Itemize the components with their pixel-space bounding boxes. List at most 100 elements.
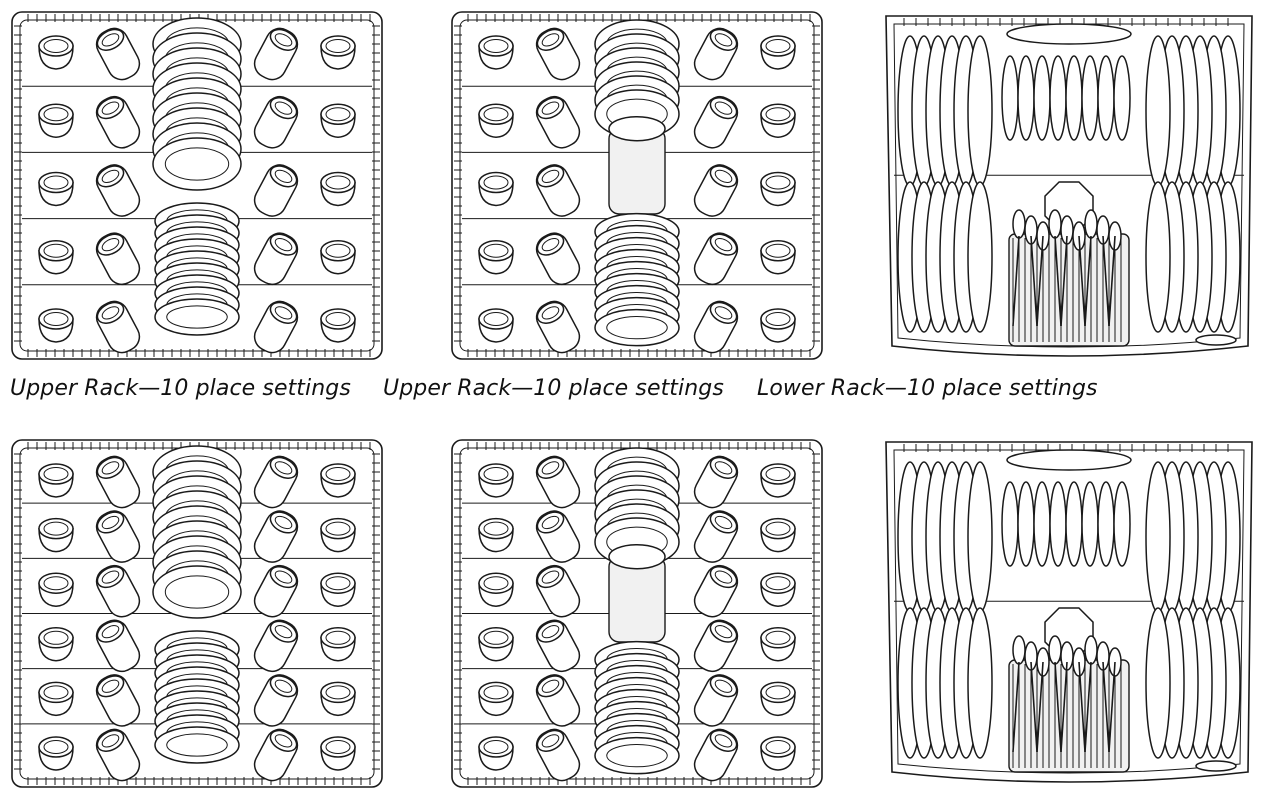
glass-icon (95, 300, 141, 354)
cup-icon (38, 517, 74, 553)
cup-icon (320, 308, 356, 343)
cup-icon (478, 681, 514, 717)
cup-icon (320, 35, 356, 70)
cup-icon (478, 517, 514, 553)
dinner-plates-icon (897, 35, 1241, 333)
cup-icon (38, 463, 74, 498)
glass-icon (535, 728, 581, 782)
rack-frame (451, 11, 823, 360)
cup-icon (320, 572, 356, 607)
caption-upper-rack-2: Upper Rack—10 place settings (383, 376, 724, 401)
glass-icon (535, 27, 581, 81)
lower-rack (885, 15, 1253, 357)
glass-icon (693, 564, 739, 618)
glass-icon (693, 728, 739, 782)
saucer-stack-icon (152, 445, 242, 619)
glass-icon (253, 619, 299, 673)
glass-icon (95, 455, 141, 509)
lower-rack-drawing (885, 441, 1253, 783)
mug-icon (608, 115, 666, 215)
glass-icon (95, 232, 141, 286)
platter-icon (1001, 449, 1132, 567)
upper-rack (451, 11, 823, 360)
glass-icon (253, 164, 299, 217)
upper-rack-drawing (451, 439, 823, 788)
glass-icon (535, 619, 581, 673)
cup-icon (38, 35, 74, 70)
cup-icon (320, 517, 356, 553)
glass-icon (95, 728, 141, 782)
rack-illustration-1 (8, 8, 386, 363)
cup-icon (760, 627, 796, 662)
glass-icon (693, 27, 739, 81)
glass-icon (693, 95, 739, 149)
lower-rack-drawing (885, 15, 1253, 357)
glass-icon (95, 164, 141, 217)
cup-icon (38, 240, 74, 275)
utensil-icon (1195, 334, 1237, 346)
dinner-plates-icon (897, 461, 1241, 759)
glass-icon (253, 232, 299, 286)
glass-icon (693, 232, 739, 286)
cup-icon (38, 627, 74, 662)
rack-illustration-4 (8, 436, 386, 791)
glass-icon (693, 300, 739, 354)
cup-icon (38, 308, 74, 343)
glass-icon (535, 95, 581, 149)
cup-icon (760, 681, 796, 717)
glass-icon (253, 27, 299, 81)
bowl-stack-icon (154, 630, 240, 764)
cup-icon (320, 736, 356, 771)
cup-icon (478, 103, 514, 139)
saucer-stack-icon (594, 447, 680, 567)
glass-icon (253, 510, 299, 563)
upper-rack-drawing (11, 439, 383, 788)
glass-icon (535, 564, 581, 618)
glass-icon (693, 510, 739, 563)
rack-illustration-3 (880, 6, 1258, 366)
glass-icon (95, 95, 141, 149)
cup-icon (478, 35, 514, 70)
lower-rack (885, 441, 1253, 783)
cup-icon (478, 627, 514, 662)
cup-icon (760, 35, 796, 70)
glass-icon (95, 619, 141, 673)
cup-icon (38, 736, 74, 771)
cup-icon (478, 463, 514, 498)
glass-icon (253, 95, 299, 149)
mug-icon (608, 543, 666, 643)
platter-icon (1001, 23, 1132, 141)
cup-icon (320, 463, 356, 498)
rack-frame (11, 439, 383, 788)
upper-rack (11, 439, 383, 788)
cup-icon (478, 171, 514, 207)
silverware-basket-icon (1008, 635, 1130, 773)
glass-icon (693, 619, 739, 673)
upper-rack (11, 11, 383, 360)
cup-icon (478, 308, 514, 343)
cup-icon (320, 240, 356, 275)
rack-illustration-2 (448, 8, 826, 363)
glass-icon (693, 674, 739, 727)
glass-icon (253, 674, 299, 727)
rack-illustration-5 (448, 436, 826, 791)
glass-icon (95, 674, 141, 727)
bowl-stack-icon (154, 202, 240, 336)
cup-icon (760, 171, 796, 207)
glass-icon (95, 27, 141, 81)
utensil-icon (1195, 760, 1237, 772)
cup-icon (38, 103, 74, 139)
silverware-basket-icon (1008, 209, 1130, 347)
upper-rack-drawing (11, 11, 383, 360)
cup-icon (320, 627, 356, 662)
cup-icon (760, 463, 796, 498)
glass-icon (253, 564, 299, 618)
cup-icon (38, 681, 74, 717)
caption-upper-rack-1: Upper Rack—10 place settings (10, 376, 351, 401)
cup-icon (320, 681, 356, 717)
glass-icon (535, 232, 581, 286)
cup-icon (38, 572, 74, 607)
upper-rack-drawing (451, 11, 823, 360)
saucer-stack-icon (152, 17, 242, 191)
cup-icon (760, 517, 796, 553)
